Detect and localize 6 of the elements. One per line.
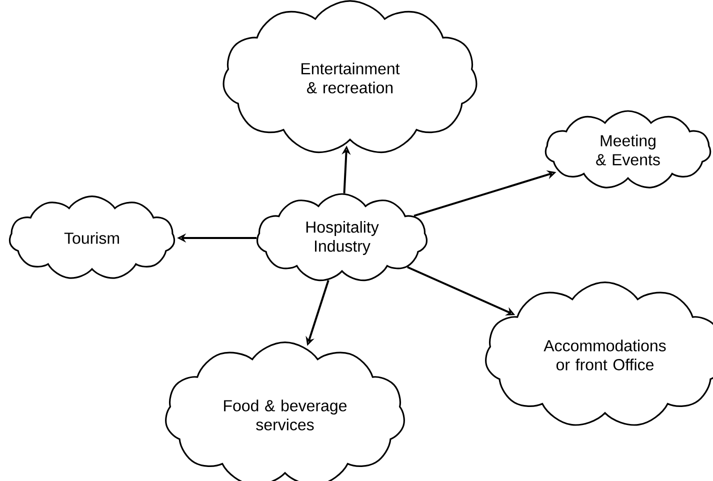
cloud-node: Food & beverage services [165,342,405,481]
cloud-node: Meeting & Events [544,110,712,188]
cloud-node: Entertainment & recreation [222,0,478,154]
cloud-node: Accommodations or front Office [485,282,713,426]
cloud-node: Tourism [8,196,176,279]
cloud-node: Hospitality Industry [256,193,428,282]
